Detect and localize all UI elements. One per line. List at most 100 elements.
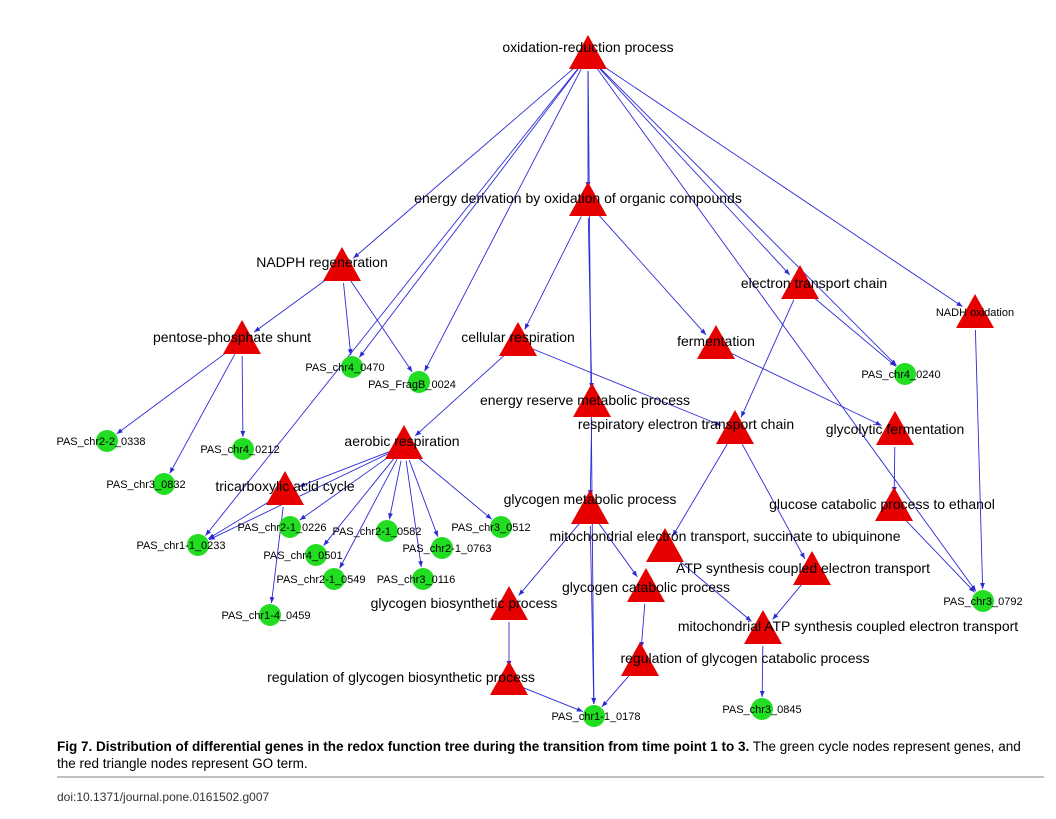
gene-label: PAS_chr2-1_0763 [402,543,491,555]
term-label: NADH oxidation [936,307,1014,319]
term-label: mitochondrial ATP synthesis coupled elec… [678,618,1018,634]
term-node-triangle [490,586,528,620]
doi-text: doi:10.1371/journal.pone.0161502.g007 [57,790,270,804]
term-label: regulation of glycogen biosynthetic proc… [267,669,535,685]
gene-label: PAS_chr2-1_0582 [332,526,421,538]
term-node-triangle [323,247,361,281]
gene-label: PAS_chr4_0501 [263,550,342,562]
gene-label: PAS_chr2-1_0226 [237,522,326,534]
gene-node-circle [259,604,281,626]
edge-oxred-to-etc [597,66,791,276]
edge-oxred-to-nadhox [600,63,963,308]
gene-label: PAS_chr4_0212 [200,444,279,456]
term-label: electron transport chain [741,275,887,291]
term-label: regulation of glycogen catabolic process [620,650,869,666]
edge-oxred-to-0024 [424,69,582,372]
gene-label: PAS_chr3_0845 [722,704,801,716]
term-label: cellular respiration [461,329,575,345]
term-label: glucose catabolic process to ethanol [769,496,995,512]
gene-node-circle [972,590,994,612]
edge-pentose-to-0212 [240,355,246,438]
edge-glycferm-to-glucocat [891,446,897,494]
edge-oxred-to-nadph [353,65,577,259]
gene-label: PAS_FragB_0024 [368,379,456,391]
figure-number: Fig 7. Distribution of differential gene… [57,739,750,754]
edge-glycmeta-to-0178 [589,525,597,705]
edge-nadph-to-0470 [343,282,353,356]
edge-glucocat-to-0792 [904,518,976,593]
gene-node-circle [305,544,327,566]
gene-label: PAS_chr2-1_0549 [276,574,365,586]
edge-glycocat-to-regcat [639,603,646,649]
edge-tca-to-0233 [208,499,273,540]
edge-aerobic-to-0763 [408,459,439,537]
edge-etc-to-0240 [811,295,897,367]
term-label: energy derivation by oxidation of organi… [414,190,742,206]
term-node-triangle [627,568,665,602]
edge-cellresp-to-aerobic [414,352,508,437]
edge-oxred-to-0240 [598,66,897,366]
term-label: glycogen biosynthetic process [371,595,558,611]
edge-nadph-to-0024 [350,280,413,373]
gene-node-circle [187,534,209,556]
edge-atpsyn-to-mitoatp [772,583,803,620]
edge-aerobic-to-0233 [208,452,391,541]
gene-label: PAS_chr1-1_0178 [551,711,640,723]
term-node-triangle [875,487,913,521]
term-label: glycogen catabolic process [562,579,730,595]
edge-pentose-to-0338 [116,349,231,435]
gene-node-circle [96,430,118,452]
term-label: NADPH regeneration [256,254,388,270]
term-node-triangle [646,528,684,562]
term-label: tricarboxylic acid cycle [215,478,354,494]
edge-oxred-to-0233 [205,67,579,536]
term-label: respiratory electron transport chain [578,416,794,432]
gene-label: PAS_chr3_0792 [943,596,1022,608]
edge-oxred-to-0792 [596,67,977,592]
caption-divider [57,776,1044,778]
gene-label: PAS_chr3_0832 [106,479,185,491]
gene-label: PAS_chr1-4_0459 [221,610,310,622]
figure-caption: Fig 7. Distribution of differential gene… [57,738,1042,772]
term-label: ATP synthesis coupled electron transport [676,560,930,576]
term-node-triangle [569,35,607,69]
edge-aerobic-to-0512 [415,455,493,520]
caption-text: The green cycle nodes represent genes, a… [57,739,1021,771]
gene-node-circle [408,371,430,393]
term-label: energy reserve metabolic process [480,392,690,408]
edge-mitoet-to-mitoatp [676,558,752,622]
edge-oxred-to-0470 [358,67,580,358]
edges-layer [116,63,985,712]
gene-node-circle [153,473,175,495]
edge-energy-to-ferment [597,213,707,336]
term-node-triangle [573,383,611,417]
term-label: aerobic respiration [344,433,459,449]
edge-etc-to-respetc [740,299,795,418]
gene-label: PAS_chr4_0470 [305,362,384,374]
term-label: mitochondrial electron transport, succin… [550,528,901,544]
edge-mitoatp-to-0845 [759,645,765,698]
gene-label: PAS_chr1-1_0233 [136,540,225,552]
edge-regbio-to-0178 [522,687,584,712]
term-node-triangle [569,182,607,216]
term-node-triangle [697,325,735,359]
nodes-layer [96,35,994,727]
gene-node-circle [894,363,916,385]
term-node-triangle [956,294,994,328]
edge-energy-to-energyres [587,217,594,390]
edge-nadph-to-pentose [253,276,331,333]
edge-glycmeta-to-glycobio [518,522,581,596]
edge-energyres-to-glycmeta [587,418,593,497]
edge-ferment-to-glycferm [729,352,882,426]
term-node-triangle [781,265,819,299]
term-node-triangle [385,425,423,459]
term-node-triangle [876,411,914,445]
gene-label: PAS_chr4_0240 [861,369,940,381]
gene-node-circle [751,698,773,720]
edge-aerobic-to-0582 [388,460,402,520]
term-node-triangle [490,661,528,695]
term-label: fermentation [677,333,755,349]
gene-node-circle [341,356,363,378]
